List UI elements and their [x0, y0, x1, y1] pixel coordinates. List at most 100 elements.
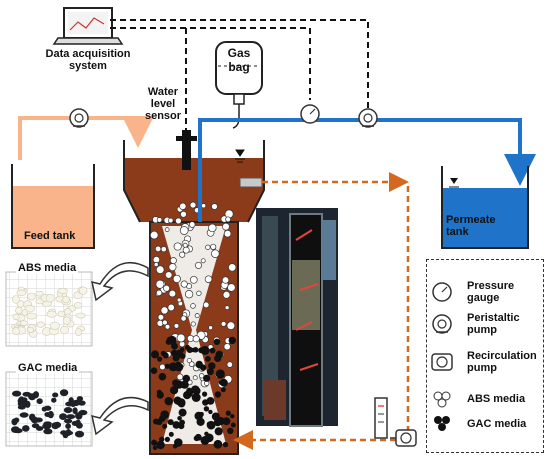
- legend-label-2: pump: [467, 362, 497, 374]
- abs-particle: [176, 373, 184, 381]
- abs-particle: [190, 321, 196, 327]
- gac-particle: [182, 374, 191, 383]
- abs-pellet: [27, 326, 34, 334]
- abs-particle: [155, 279, 165, 289]
- abs-particle: [173, 242, 182, 251]
- legend-row: Recirculation pump: [427, 350, 545, 390]
- gac-particle: [174, 351, 182, 359]
- legend-label: Peristaltic: [467, 312, 520, 324]
- gac-media-particles: [150, 335, 236, 451]
- gac-particle: [205, 356, 211, 362]
- abs-particle: [164, 227, 170, 232]
- water-level-mark: [235, 149, 245, 163]
- gac-pellet: [75, 419, 81, 426]
- gac-particle: [191, 393, 201, 402]
- abs-pellet: [16, 289, 27, 296]
- gac-particle: [200, 345, 210, 355]
- gac-particle: [172, 379, 180, 387]
- gac-pellet: [68, 397, 74, 404]
- abs-media-photo: [5, 271, 93, 347]
- abs-particle: [164, 271, 173, 279]
- abs-particle: [222, 290, 231, 299]
- gac-particle: [159, 436, 165, 442]
- abs-particle: [225, 216, 231, 223]
- gac-pellet: [43, 428, 53, 435]
- abs-particle: [168, 263, 177, 272]
- gac-pellet: [72, 407, 78, 415]
- abs-particle: [208, 325, 213, 331]
- gac-particle: [183, 391, 192, 400]
- gac-pellet: [77, 400, 86, 406]
- gac-particle: [170, 386, 179, 395]
- gac-particle: [206, 397, 215, 405]
- legend-label-2: pump: [467, 324, 497, 336]
- gac-pellet: [13, 428, 23, 434]
- abs-particle: [188, 221, 196, 228]
- gac-particle: [160, 350, 166, 356]
- membrane-outlet: [239, 177, 263, 188]
- abs-pellet: [49, 321, 60, 330]
- pressure-gauge-icon: [300, 104, 320, 124]
- gac-particle: [172, 443, 178, 449]
- abs-particle: [167, 303, 175, 312]
- abs-pellet: [74, 328, 82, 336]
- abs-particle: [200, 258, 206, 264]
- abs-particle: [179, 226, 189, 235]
- pointer-arrows: [91, 262, 149, 436]
- label-data-acquisition: Data acquisition: [45, 48, 131, 60]
- gac-particle: [222, 441, 229, 448]
- gac-pellet: [52, 392, 59, 398]
- gac-particle: [202, 391, 208, 397]
- label-gas: Gas: [227, 46, 251, 60]
- gac-particle: [206, 420, 216, 430]
- label-sensor: sensor: [144, 110, 182, 122]
- gac-pellet: [74, 430, 85, 438]
- control-signal-lines: [110, 19, 369, 130]
- gac-pellet: [22, 425, 30, 432]
- abs-pellet: [12, 295, 20, 304]
- abs-particle: [222, 222, 230, 231]
- water-level-sensor: [176, 130, 197, 170]
- abs-particle: [149, 230, 159, 240]
- gac-particle: [174, 362, 184, 372]
- abs-particle: [175, 217, 182, 225]
- abs-particle: [211, 203, 218, 210]
- abs-particle: [188, 361, 195, 367]
- abs-particle: [192, 335, 200, 343]
- gac-particle: [227, 427, 234, 434]
- abs-particle: [168, 289, 177, 298]
- gac-particle: [199, 411, 204, 417]
- gac-particle: [220, 378, 228, 387]
- abs-pellet: [35, 290, 44, 297]
- gac-particle: [194, 433, 202, 441]
- gac-particle: [214, 391, 222, 398]
- abs-pellet: [57, 287, 68, 294]
- gac-particle: [179, 419, 186, 426]
- abs-particle: [204, 275, 213, 283]
- abs-pellet: [57, 310, 66, 318]
- abs-particle: [182, 242, 188, 248]
- abs-pellet: [36, 321, 45, 328]
- abs-particle: [190, 303, 196, 309]
- legend-row: Pressure gauge: [427, 280, 545, 320]
- abs-pellet: [62, 316, 71, 325]
- abs-particle: [173, 323, 180, 329]
- feed-peristaltic-pump-icon: [69, 108, 89, 128]
- abs-particle: [194, 261, 203, 269]
- abs-particle: [180, 280, 188, 288]
- legend-row: GAC media: [427, 418, 545, 458]
- abs-pellet: [12, 327, 20, 336]
- abs-particle: [163, 284, 170, 292]
- gac-particle: [156, 389, 162, 395]
- gac-particle: [228, 336, 236, 345]
- abs-particle: [226, 361, 233, 368]
- label-tank: tank: [446, 226, 469, 238]
- gac-pellet: [53, 421, 62, 428]
- abs-particle: [180, 210, 187, 218]
- abs-particle: [180, 315, 187, 322]
- gac-pellet: [59, 389, 69, 397]
- abs-pellet: [45, 294, 55, 303]
- gac-particle: [158, 372, 167, 381]
- gac-particle: [204, 431, 209, 436]
- gas-bag: [215, 41, 263, 129]
